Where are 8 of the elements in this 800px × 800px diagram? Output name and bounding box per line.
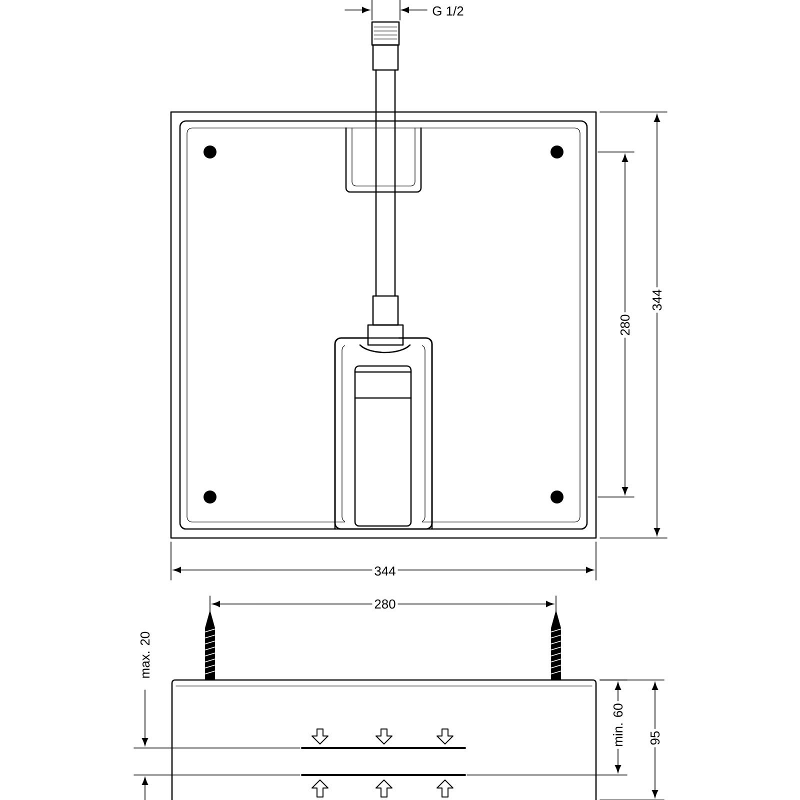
dimension-label: 280	[618, 312, 632, 338]
dimension-label: max. 20	[138, 629, 152, 681]
dimension-label: 344	[650, 287, 664, 313]
dimension-label: 95	[648, 728, 662, 748]
dimension-label: 280	[372, 598, 398, 610]
dimension-label: 344	[372, 564, 398, 578]
dimension-label: min. 60	[612, 701, 624, 749]
dimension-label: G 1/2	[430, 4, 466, 18]
